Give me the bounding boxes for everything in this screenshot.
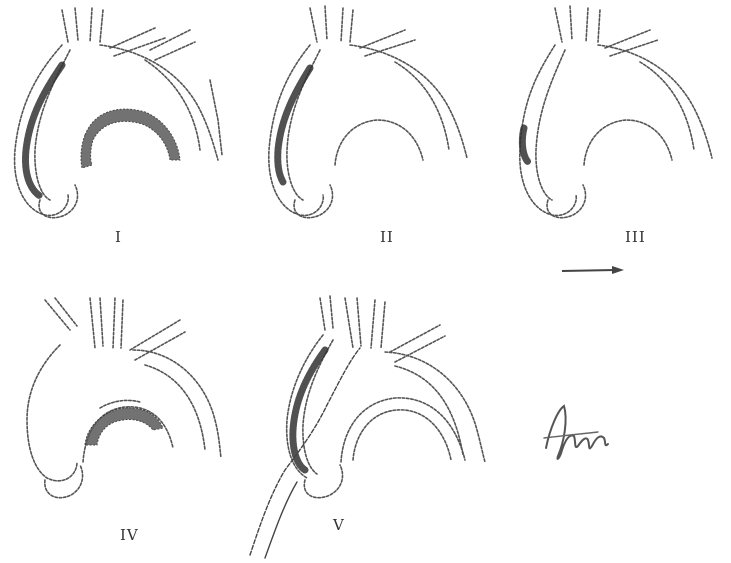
- aorta-diagram-iii: [510, 0, 731, 250]
- aorta-diagram-v: [245, 290, 515, 559]
- panel-label-iii: III: [625, 228, 646, 246]
- panel-label-iv: IV: [120, 526, 139, 544]
- panel-label-v: V: [333, 516, 345, 534]
- dissection-flap-root-iii: [522, 128, 528, 162]
- signature-mark: [540, 398, 620, 468]
- panel-label-ii: II: [380, 228, 394, 246]
- direction-arrow-icon: [560, 262, 630, 278]
- aorta-diagram-iv: [15, 290, 245, 550]
- panel-label-i: I: [115, 228, 122, 246]
- panel-iii: III: [510, 0, 731, 250]
- aorta-diagram-ii: [255, 0, 495, 250]
- panel-ii: II: [255, 0, 495, 250]
- panel-v: V: [245, 290, 515, 559]
- panel-i: I: [0, 0, 240, 250]
- dissection-flap-ascending-i: [26, 65, 62, 196]
- aorta-diagram-i: [0, 0, 240, 250]
- false-lumen-arch-i: [81, 109, 180, 168]
- dissection-flap-ascending-ii: [278, 68, 310, 182]
- false-lumen-arch-iv: [85, 408, 163, 445]
- panel-iv: IV: [15, 290, 245, 550]
